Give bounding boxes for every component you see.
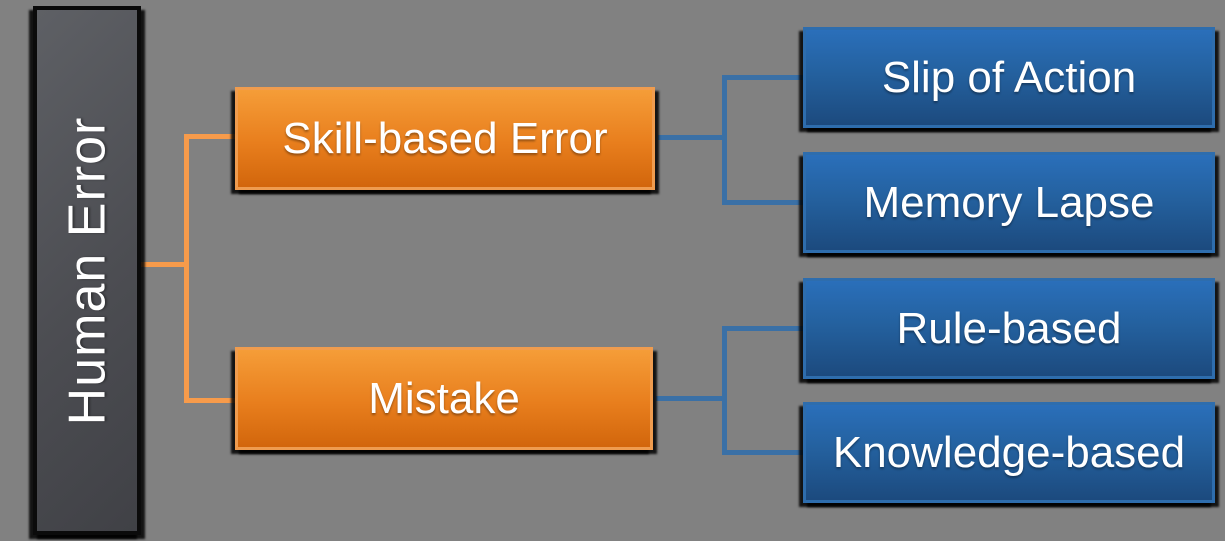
node-skill-based-error[interactable]: Skill-based Error	[235, 87, 655, 190]
node-label-human-error: Human Error	[58, 116, 117, 425]
node-label-skill-based-error: Skill-based Error	[282, 113, 608, 163]
connector-mistake-stub	[656, 396, 722, 401]
node-human-error[interactable]: Human Error	[33, 6, 141, 535]
connector-root-stub	[141, 262, 184, 267]
connector-skill-to-slip	[722, 75, 803, 80]
connector-root-to-skill	[184, 134, 235, 139]
node-label-mistake: Mistake	[368, 373, 520, 423]
node-label-rule-based: Rule-based	[896, 303, 1122, 353]
node-mistake[interactable]: Mistake	[235, 347, 653, 450]
node-label-memory-lapse: Memory Lapse	[863, 177, 1155, 227]
node-label-knowledge-based: Knowledge-based	[832, 427, 1186, 477]
node-label-slip-of-action: Slip of Action	[881, 52, 1137, 102]
connector-root-vertical	[184, 134, 189, 403]
connector-skill-to-memory	[722, 200, 803, 205]
node-memory-lapse[interactable]: Memory Lapse	[803, 152, 1215, 253]
node-knowledge-based[interactable]: Knowledge-based	[803, 402, 1215, 503]
connector-skill-stub	[658, 135, 722, 140]
connector-skill-vertical	[722, 75, 727, 205]
node-slip-of-action[interactable]: Slip of Action	[803, 27, 1215, 128]
connector-mistake-to-knowledge	[722, 450, 803, 455]
connector-mistake-vertical	[722, 326, 727, 455]
node-rule-based[interactable]: Rule-based	[803, 278, 1215, 379]
connector-mistake-to-rule	[722, 326, 803, 331]
connector-root-to-mistake	[184, 398, 235, 403]
